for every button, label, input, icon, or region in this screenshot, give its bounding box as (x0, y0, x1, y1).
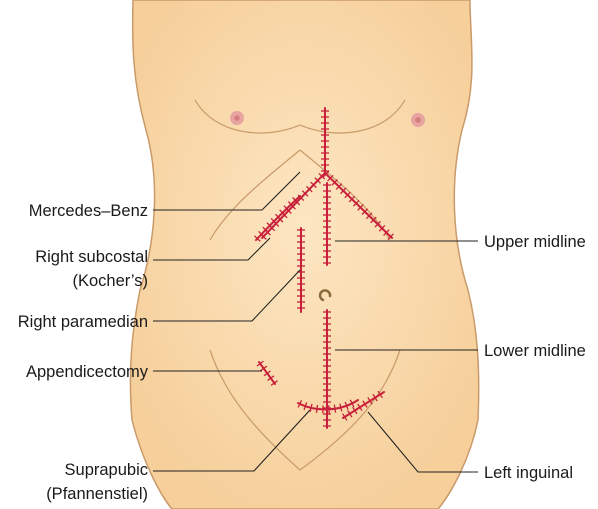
mercedes-benz-stitch (378, 225, 386, 232)
pfannenstiel-stitch (344, 401, 349, 410)
right-subcostal-stitch (270, 217, 278, 225)
pfannenstiel-stitch (297, 400, 303, 408)
label-right-subcostal: Right subcostal (35, 248, 148, 266)
left-nipple-center (415, 117, 421, 123)
right-subcostal-stitch (274, 213, 282, 221)
label-appendicectomy: Appendicectomy (26, 363, 149, 381)
mercedes-benz-stitch (352, 199, 360, 207)
right-nipple-center (234, 115, 240, 121)
left-pectoral-contour (194, 99, 301, 134)
appendicectomy-stitch (256, 360, 264, 367)
right-subcostal-stitch (283, 205, 291, 212)
left-inguinal-stitch (377, 390, 383, 399)
mercedes-benz-stitch (335, 183, 343, 190)
label-upper-midline: Upper midline (484, 233, 586, 251)
mercedes-benz-stitch (331, 179, 338, 186)
leader-mercedes-benz (153, 171, 301, 211)
label-pfannenstiel: (Pfannenstiel) (46, 485, 148, 503)
label-left-inguinal: Left inguinal (484, 464, 573, 482)
pfannenstiel-stitch (309, 403, 313, 412)
pfannenstiel-stitch (315, 404, 319, 413)
appendicectomy-stitch (267, 375, 275, 382)
mercedes-benz-stitch (301, 190, 309, 197)
pfannenstiel-stitch (333, 404, 337, 413)
mercedes-benz-stitch (306, 185, 313, 193)
umbilicus (318, 289, 332, 302)
mercedes-benz-stitch (348, 195, 356, 203)
mercedes-benz-stitch (327, 174, 334, 182)
mercedes-benz-stitch (357, 204, 364, 211)
right-subcostal-stitch (254, 235, 261, 242)
leader-suprapubic (153, 409, 311, 472)
labels: Mercedes–Benz Right subcostal (Kocher’s)… (18, 202, 586, 503)
label-right-paramedian: Right paramedian (18, 313, 148, 331)
mercedes-benz-stitch (344, 191, 351, 199)
left-inguinal-stitch (357, 403, 363, 412)
mercedes-benz-stitch (361, 208, 369, 215)
appendicectomy-stitch (263, 370, 271, 377)
left-inguinal-stitch (372, 393, 378, 402)
left-inguinal-stitch (367, 397, 373, 405)
incisions (254, 107, 394, 429)
leader-left-inguinal (367, 411, 478, 473)
right-subcostal-stitch (258, 230, 265, 238)
leader-lines (153, 171, 478, 473)
pfannenstiel-stitch (303, 402, 308, 411)
mercedes-benz-stitch (310, 181, 317, 189)
appendicectomy-stitch (270, 380, 278, 386)
right-subcostal-stitch (266, 222, 274, 229)
mercedes-benz-stitch (340, 187, 347, 195)
left-groin-contour (209, 349, 301, 471)
label-mercedes-benz: Mercedes–Benz (29, 202, 148, 220)
mercedes-benz-stitch (383, 229, 390, 236)
right-subcostal-stitch (292, 196, 299, 204)
mercedes-benz-stitch (374, 220, 381, 228)
mercedes-benz-stitch (314, 177, 322, 184)
right-subcostal-stitch (262, 226, 269, 234)
label-kochers: (Kocher’s) (73, 272, 149, 290)
mercedes-benz-stitch (365, 212, 373, 220)
pfannenstiel-incision (297, 399, 359, 411)
right-costal-margin (209, 149, 301, 241)
pfannenstiel-stitch (339, 403, 343, 412)
appendicectomy-stitch (260, 365, 268, 372)
right-pectoral-contour (299, 99, 406, 134)
label-lower-midline: Lower midline (484, 342, 586, 360)
pfannenstiel-stitch (349, 399, 355, 408)
right-subcostal-stitch (279, 209, 286, 217)
leader-right-paramedian (153, 269, 301, 322)
right-subcostal-stitch (287, 201, 295, 208)
stitch-marks (254, 110, 394, 427)
left-inguinal-stitch (362, 400, 368, 408)
mercedes-benz-stitch (322, 170, 330, 178)
left-inguinal-stitch (341, 413, 348, 421)
right-groin-contour (299, 349, 401, 471)
mercedes-benz-stitch (370, 216, 377, 224)
mercedes-benz-stitch (387, 233, 394, 241)
left-inguinal-stitch (347, 409, 353, 418)
leader-right-subcostal (153, 237, 271, 261)
mercedes-benz-stitch (297, 194, 305, 202)
left-inguinal-stitch (352, 406, 358, 415)
mercedes-benz-stitch (318, 172, 326, 180)
label-suprapubic: Suprapubic (65, 461, 148, 479)
